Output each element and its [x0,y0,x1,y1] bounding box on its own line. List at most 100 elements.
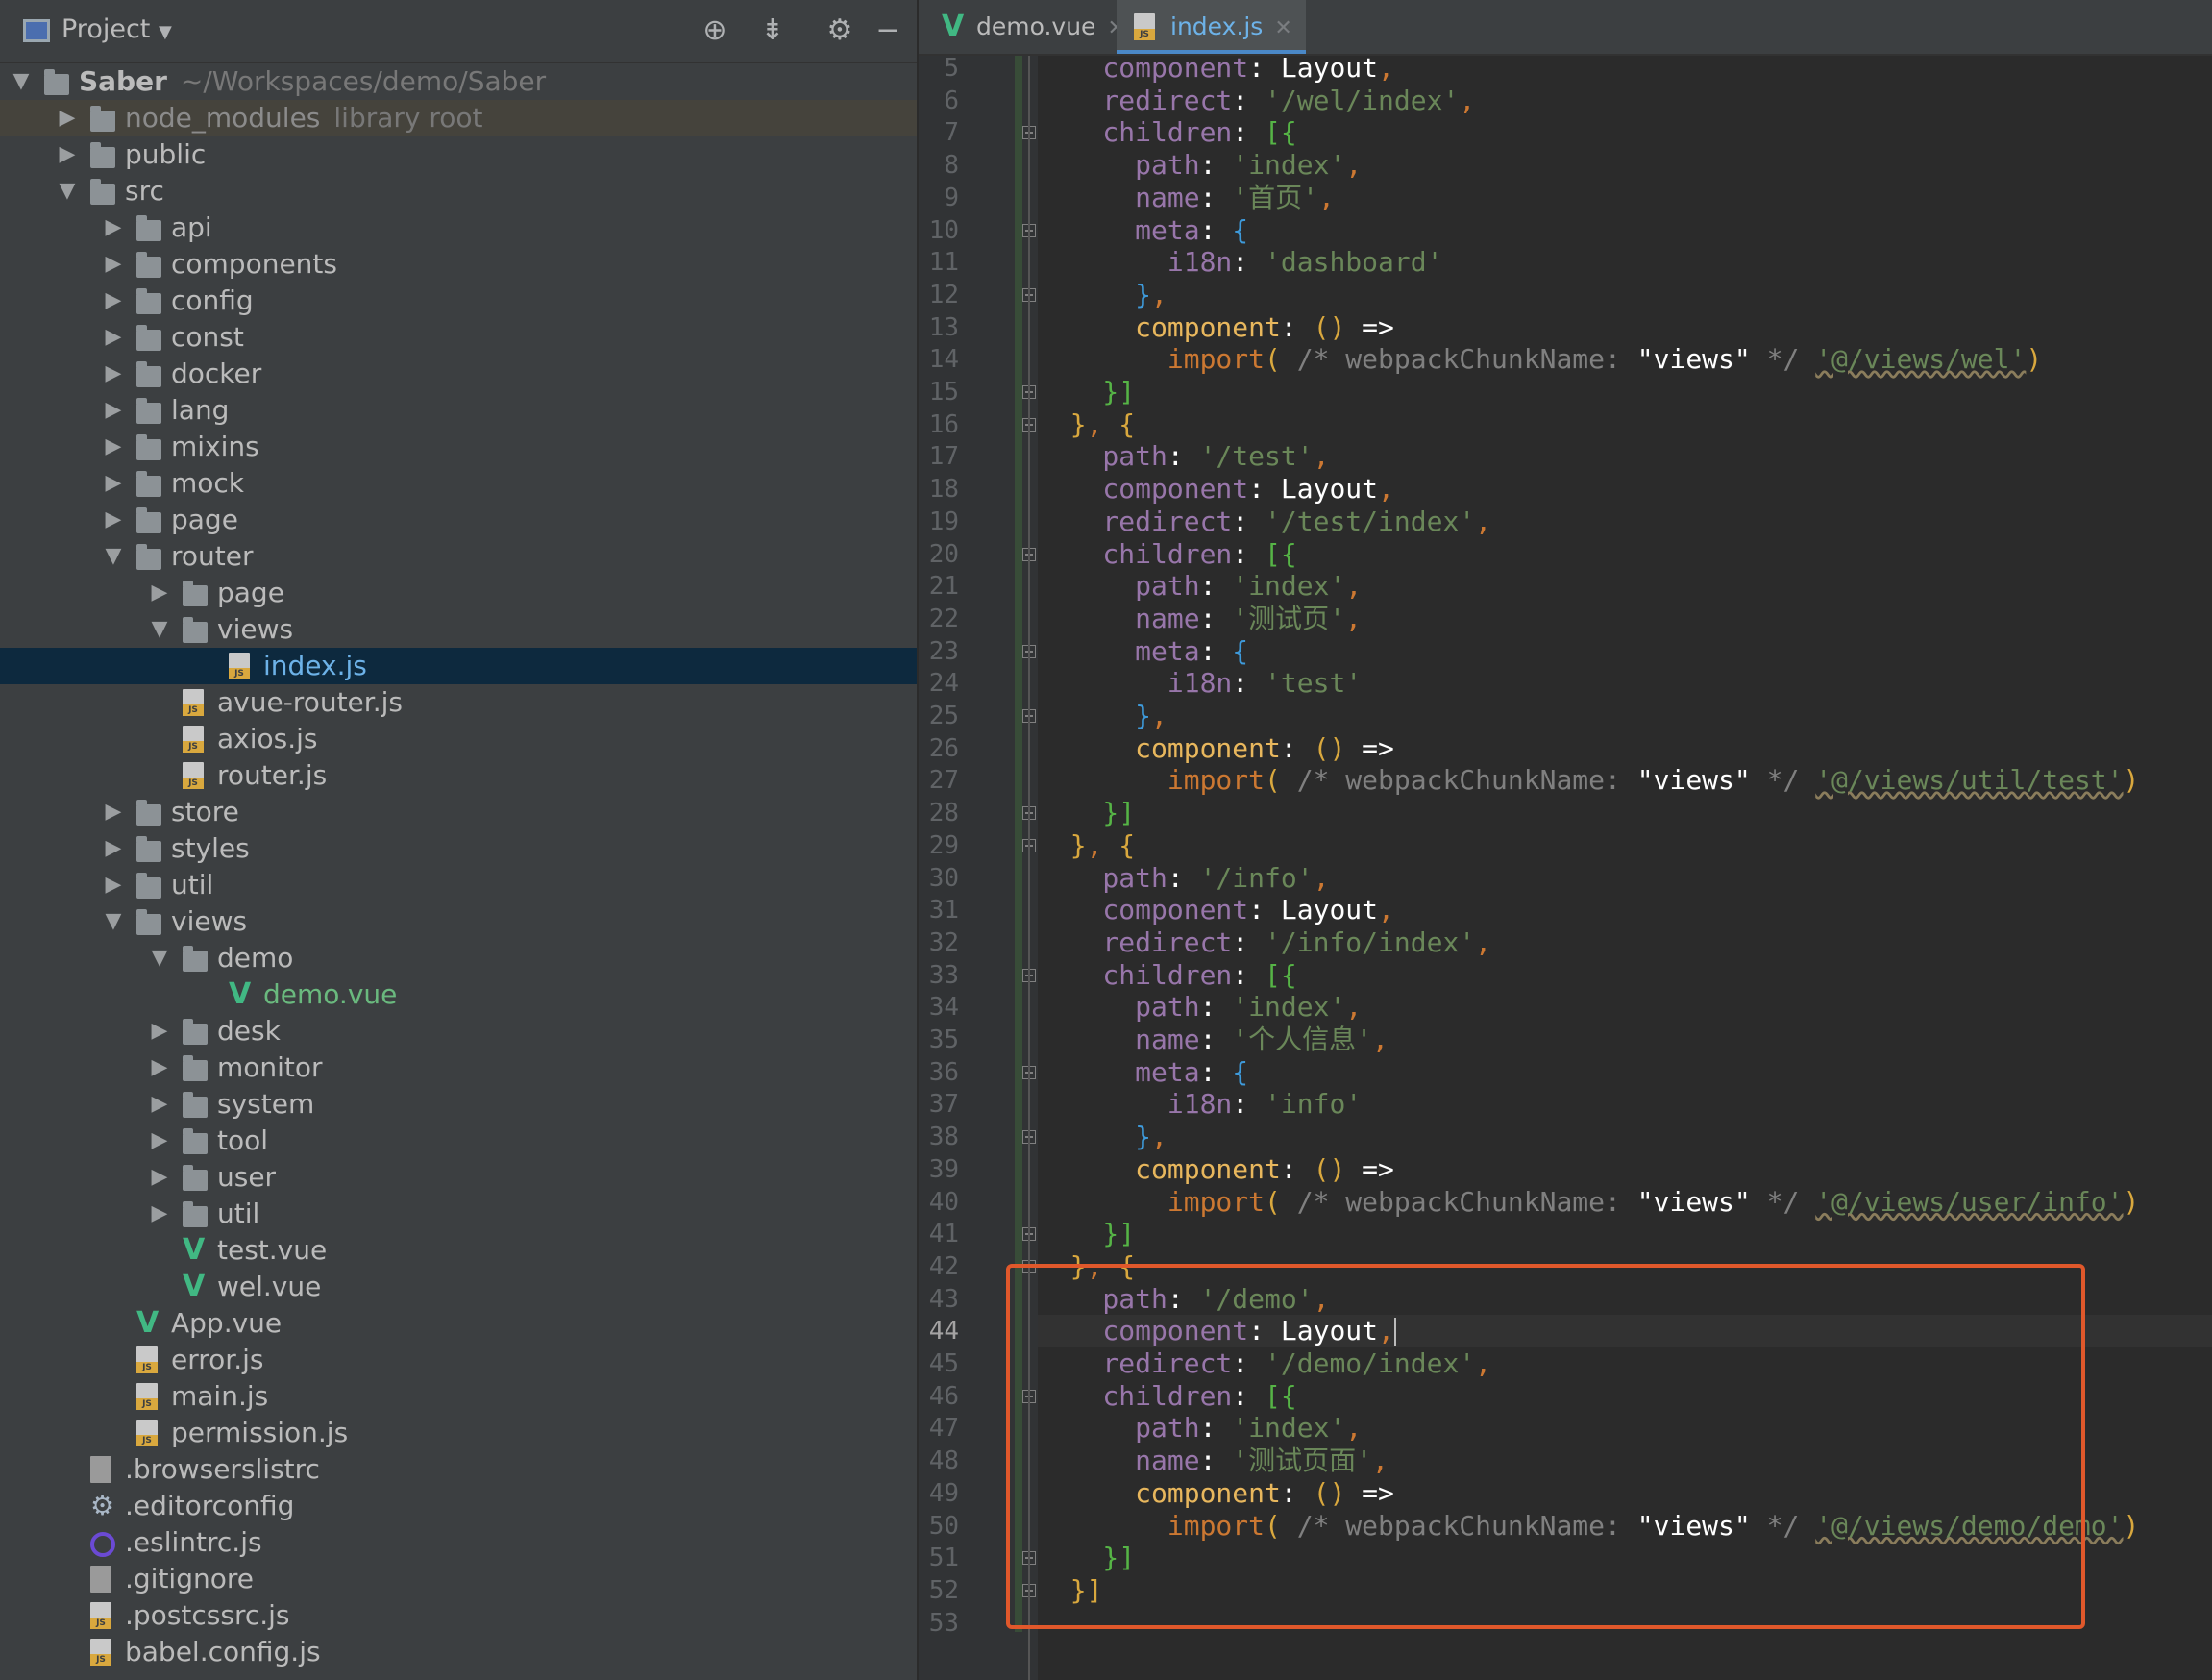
tree-item[interactable]: axios.js [0,721,917,757]
tree-item[interactable]: index.js [0,648,917,684]
minimize-icon[interactable]: − [875,13,900,47]
tab-index-js[interactable]: index.js✕ [1117,0,1306,54]
code-line[interactable]: component: () => [1038,1153,2212,1186]
expanded-arrow-icon[interactable]: ▼ [59,179,76,203]
code-line[interactable]: }, [1038,700,2212,732]
code-line[interactable]: }] [1038,1218,2212,1250]
collapsed-arrow-icon[interactable]: ▶ [105,361,122,385]
collapsed-arrow-icon[interactable]: ▶ [105,873,122,897]
tree-item[interactable]: .browserslistrc [0,1451,917,1488]
code-line[interactable]: }, { [1038,408,2212,441]
tree-item[interactable]: ▶public [0,136,917,173]
collapsed-arrow-icon[interactable]: ▶ [151,1128,168,1152]
code-line[interactable]: }] [1038,1574,2212,1607]
tree-item[interactable]: .eslintrc.js [0,1524,917,1561]
tree-item[interactable]: .gitignore [0,1561,917,1597]
code-line[interactable]: import( /* webpackChunkName: "views" */ … [1038,343,2212,376]
code-line[interactable]: i18n: 'test' [1038,667,2212,700]
expanded-arrow-icon[interactable]: ▼ [105,544,122,568]
code-line[interactable]: path: '/test', [1038,440,2212,473]
code-line[interactable]: path: 'index', [1038,1412,2212,1445]
tree-item[interactable]: ▶components [0,246,917,283]
code-line[interactable]: component: Layout, [1038,473,2212,506]
collapsed-arrow-icon[interactable]: ▶ [105,252,122,276]
tree-item[interactable]: ⚙.editorconfig [0,1488,917,1524]
tree-item[interactable]: ▶mock [0,465,917,502]
code-line[interactable]: path: 'index', [1038,149,2212,182]
collapsed-arrow-icon[interactable]: ▶ [151,1092,168,1116]
tree-item[interactable]: ▼src [0,173,917,210]
tree-item[interactable]: ▶docker [0,356,917,392]
collapsed-arrow-icon[interactable]: ▶ [151,1055,168,1079]
tree-item[interactable]: ▶tool [0,1123,917,1159]
collapsed-arrow-icon[interactable]: ▶ [105,215,122,239]
tree-item[interactable]: ▼views [0,903,917,940]
tree-item[interactable]: main.js [0,1378,917,1415]
collapsed-arrow-icon[interactable]: ▶ [105,800,122,824]
code-line[interactable]: redirect: '/demo/index', [1038,1347,2212,1380]
collapsed-arrow-icon[interactable]: ▶ [105,507,122,531]
code-line[interactable]: import( /* webpackChunkName: "views" */ … [1038,1510,2212,1543]
collapsed-arrow-icon[interactable]: ▶ [105,288,122,312]
code-line[interactable]: meta: { [1038,1056,2212,1089]
code-line[interactable]: }] [1038,1542,2212,1574]
collapsed-arrow-icon[interactable]: ▶ [151,1201,168,1225]
panel-divider[interactable] [917,0,919,1680]
tree-item[interactable]: ▶styles [0,830,917,867]
collapsed-arrow-icon[interactable]: ▶ [59,142,76,166]
code-line[interactable]: component: () => [1038,732,2212,765]
code-line[interactable]: children: [{ [1038,1380,2212,1413]
locate-icon[interactable]: ⊕ [702,13,727,47]
collapsed-arrow-icon[interactable]: ▶ [105,836,122,860]
vcs-change-marker[interactable] [1015,56,1022,1632]
collapsed-arrow-icon[interactable]: ▶ [151,581,168,605]
project-view-selector[interactable]: Project ▼ [61,14,172,44]
tree-item[interactable]: ▶util [0,1196,917,1232]
code-line[interactable]: }] [1038,797,2212,829]
code-line[interactable]: import( /* webpackChunkName: "views" */ … [1038,1186,2212,1219]
expanded-arrow-icon[interactable]: ▼ [151,946,168,970]
code-line[interactable]: i18n: 'info' [1038,1088,2212,1121]
code-line[interactable]: component: () => [1038,1477,2212,1510]
code-line[interactable]: path: 'index', [1038,991,2212,1024]
tree-item[interactable]: ▶page [0,502,917,538]
expanded-arrow-icon[interactable]: ▼ [151,617,168,641]
code-line[interactable]: children: [{ [1038,538,2212,571]
code-line[interactable]: name: '个人信息', [1038,1024,2212,1056]
tree-item[interactable]: ▶api [0,210,917,246]
code-line[interactable]: redirect: '/test/index', [1038,506,2212,538]
tree-item[interactable]: ▶monitor [0,1050,917,1086]
collapsed-arrow-icon[interactable]: ▶ [151,1019,168,1043]
collapse-all-icon[interactable]: ⇟ [760,13,785,47]
code-line[interactable]: component: Layout, [1038,52,2212,85]
tab-demo-vue[interactable]: V demo.vue✕ [928,0,1139,54]
code-line[interactable]: import( /* webpackChunkName: "views" */ … [1038,764,2212,797]
tree-item[interactable]: ▼router [0,538,917,575]
code-line[interactable]: redirect: '/wel/index', [1038,85,2212,117]
tree-item[interactable]: router.js [0,757,917,794]
tree-item[interactable]: permission.js [0,1415,917,1451]
code-line[interactable]: path: '/info', [1038,862,2212,895]
code-line[interactable]: path: 'index', [1038,570,2212,603]
tree-item[interactable]: ▶config [0,283,917,319]
code-line[interactable]: }] [1038,376,2212,408]
collapsed-arrow-icon[interactable]: ▶ [105,434,122,458]
tree-item[interactable]: ▶page [0,575,917,611]
code-line[interactable]: meta: { [1038,635,2212,668]
code-line[interactable]: name: '测试页', [1038,603,2212,635]
tree-item[interactable]: ▼Saber~/Workspaces/demo/Saber [0,63,917,100]
expanded-arrow-icon[interactable]: ▼ [105,909,122,933]
tree-item[interactable]: ▶lang [0,392,917,429]
tree-item[interactable]: ▶const [0,319,917,356]
tree-item[interactable]: ▶system [0,1086,917,1123]
code-line[interactable]: meta: { [1038,214,2212,247]
tree-item[interactable]: ▶util [0,867,917,903]
collapsed-arrow-icon[interactable]: ▶ [105,471,122,495]
code-line[interactable]: }, { [1038,829,2212,862]
tree-item[interactable]: ▶store [0,794,917,830]
code-line[interactable]: i18n: 'dashboard' [1038,246,2212,279]
